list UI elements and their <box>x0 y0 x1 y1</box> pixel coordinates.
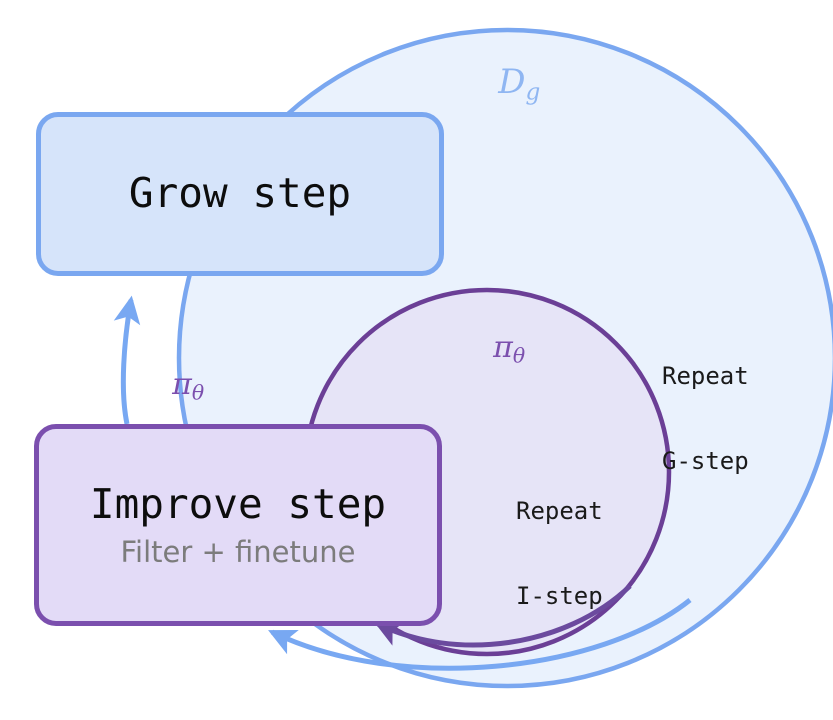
dataset-label-dg: Dg <box>455 22 540 147</box>
grow-step-node[interactable]: Grow step <box>36 112 444 276</box>
grow-return-arrow <box>268 598 692 671</box>
policy-label-edge: πθ <box>134 332 204 441</box>
improve-return-arrow <box>374 584 632 648</box>
repeat-g-step-label: Repeat G-step <box>662 305 749 532</box>
repeat-g-step-line2: G-step <box>662 446 749 475</box>
repeat-i-step-line1: Repeat <box>516 496 603 525</box>
repeat-i-step-label: Repeat I-step <box>516 440 603 667</box>
improve-step-subtitle: Filter + finetune <box>120 534 356 569</box>
policy-up-arrow <box>113 295 141 425</box>
repeat-g-step-line1: Repeat <box>662 361 749 390</box>
policy-edge-label-subscript: θ <box>191 381 205 406</box>
grow-step-title: Grow step <box>128 169 352 218</box>
dataset-label-subscript: g <box>525 79 541 106</box>
policy-label-inner-loop: πθ <box>455 295 525 404</box>
improve-step-title: Improve step <box>89 479 387 528</box>
improve-step-node[interactable]: Improve step Filter + finetune <box>34 424 442 626</box>
policy-edge-label-base: π <box>172 367 192 403</box>
policy-label-base: π <box>493 330 513 366</box>
policy-label-subscript: θ <box>512 344 526 369</box>
dataset-label-base: D <box>498 62 526 103</box>
repeat-i-step-line2: I-step <box>516 581 603 610</box>
